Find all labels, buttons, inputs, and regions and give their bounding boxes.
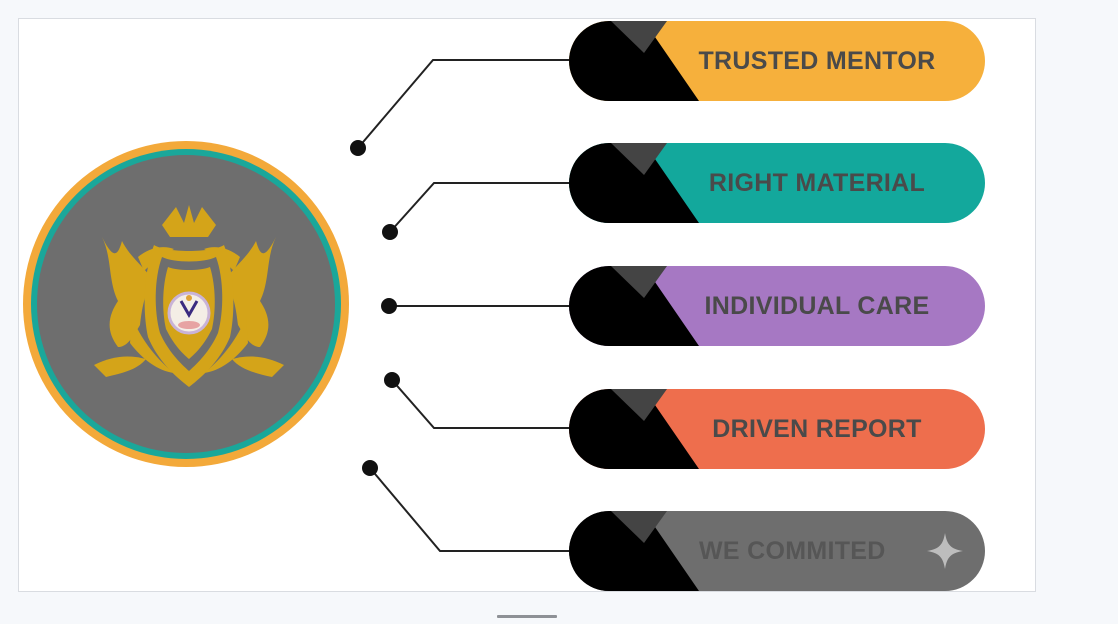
scroll-indicator[interactable] (497, 615, 557, 618)
infographic-frame: TRUSTED MENTOR RIGHT MATERIAL INDIVIDUAL… (18, 18, 1036, 592)
emblem (23, 141, 349, 467)
feature-pill-driven-report: DRIVEN REPORT (569, 389, 985, 469)
feature-pill-we-commited: WE COMMITED (569, 511, 985, 591)
pill-tab (569, 21, 699, 101)
pill-label: RIGHT MATERIAL (708, 168, 926, 197)
crest-icon (94, 205, 284, 387)
connector-dot-5 (362, 460, 378, 476)
emblem-inner (37, 155, 335, 453)
pill-tab (569, 511, 699, 591)
pill-label: DRIVEN REPORT (712, 414, 922, 443)
pill-tab (569, 266, 699, 346)
pill-label: TRUSTED MENTOR (698, 46, 936, 75)
connector-dot-1 (350, 140, 366, 156)
connector-dot-2 (382, 224, 398, 240)
pill-tab (569, 143, 699, 223)
connector-dot-4 (384, 372, 400, 388)
connector-5 (369, 467, 575, 552)
connector-lines (350, 59, 575, 552)
feature-pill-right-material: RIGHT MATERIAL (569, 143, 985, 223)
feature-pill-trusted-mentor: TRUSTED MENTOR (569, 21, 985, 101)
connector-4 (391, 379, 571, 429)
connector-1 (357, 59, 571, 149)
pill-label: INDIVIDUAL CARE (704, 291, 930, 320)
feature-pill-individual-care: INDIVIDUAL CARE (569, 266, 985, 346)
connector-dot-3 (381, 298, 397, 314)
emblem-ring (31, 149, 341, 459)
pill-label: WE COMMITED (699, 536, 886, 565)
sparkle-icon (927, 533, 963, 569)
pill-tab (569, 389, 699, 469)
connector-2 (389, 182, 571, 233)
